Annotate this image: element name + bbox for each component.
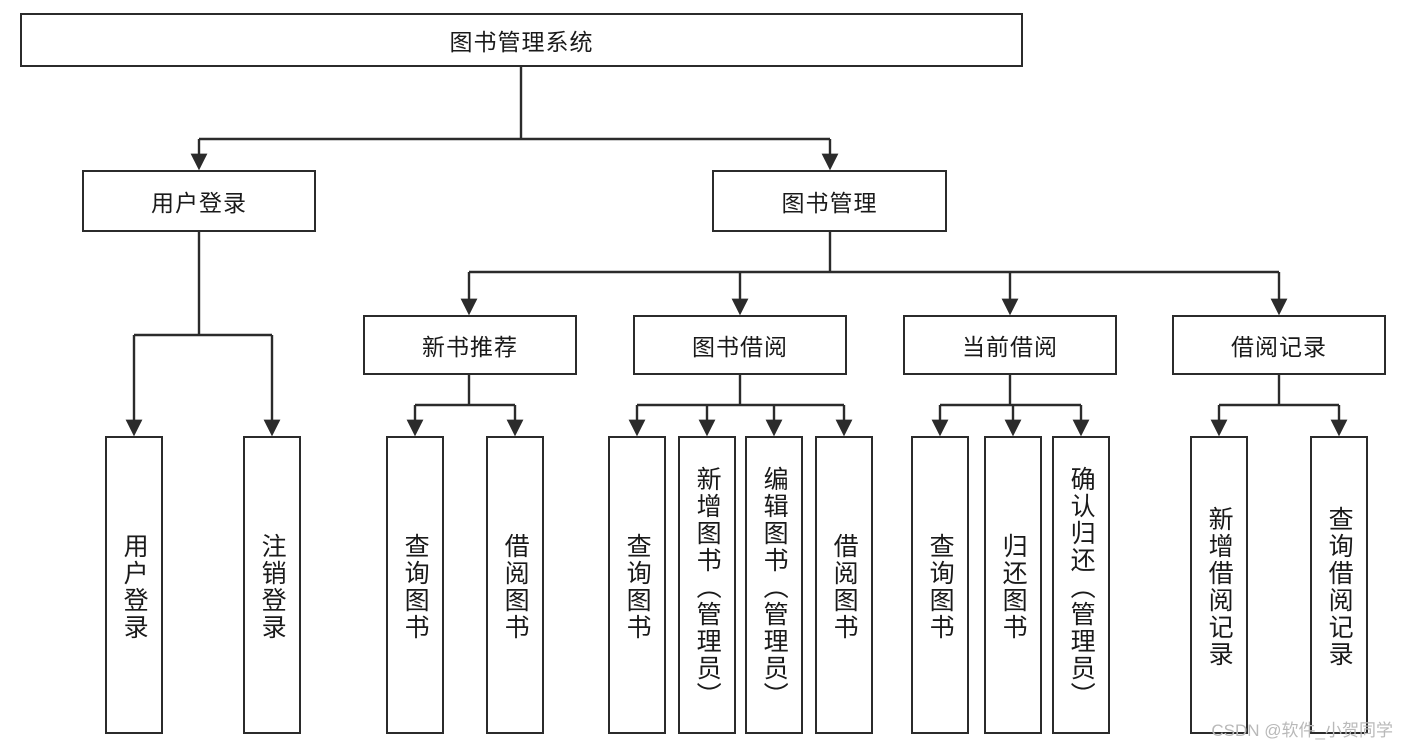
- node-book-manage[interactable]: 图书管理: [712, 170, 947, 232]
- node-borrow-record[interactable]: 借阅记录: [1172, 315, 1386, 375]
- node-leaf-user-login-label: 用户登录: [120, 533, 149, 641]
- node-leaf-query-record-label: 查询借阅记录: [1325, 506, 1354, 668]
- csdn-watermark: CSDN @软件_小贺同学: [1211, 721, 1393, 740]
- node-leaf-return-book[interactable]: 归还图书: [984, 436, 1042, 734]
- node-leaf-add-record-label: 新增借阅记录: [1205, 506, 1234, 668]
- node-leaf-query-book-3-label: 查询图书: [926, 533, 955, 641]
- node-leaf-logout[interactable]: 注销登录: [243, 436, 301, 734]
- node-leaf-user-login[interactable]: 用户登录: [105, 436, 163, 734]
- node-leaf-add-record[interactable]: 新增借阅记录: [1190, 436, 1248, 734]
- node-leaf-query-book-2[interactable]: 查询图书: [608, 436, 666, 734]
- node-new-book-rec-label: 新书推荐: [422, 334, 518, 360]
- node-book-borrow[interactable]: 图书借阅: [633, 315, 847, 375]
- node-root-system-label: 图书管理系统: [449, 29, 594, 55]
- node-leaf-borrow-book-1-label: 借阅图书: [501, 533, 530, 641]
- node-leaf-confirm-return-label: 确认归还（管理员）: [1067, 465, 1096, 709]
- node-current-borrow[interactable]: 当前借阅: [903, 315, 1117, 375]
- node-leaf-add-book-label: 新增图书（管理员）: [693, 465, 722, 709]
- node-user-login-label: 用户登录: [151, 190, 247, 216]
- node-leaf-borrow-book-2-label: 借阅图书: [830, 533, 859, 641]
- node-leaf-query-book-1[interactable]: 查询图书: [386, 436, 444, 734]
- node-book-borrow-label: 图书借阅: [692, 334, 788, 360]
- node-leaf-edit-book-label: 编辑图书（管理员）: [760, 465, 789, 709]
- node-leaf-query-book-2-label: 查询图书: [623, 533, 652, 641]
- node-user-login[interactable]: 用户登录: [82, 170, 316, 232]
- node-leaf-borrow-book-1[interactable]: 借阅图书: [486, 436, 544, 734]
- node-book-manage-label: 图书管理: [781, 190, 878, 216]
- node-new-book-rec[interactable]: 新书推荐: [363, 315, 577, 375]
- node-leaf-confirm-return[interactable]: 确认归还（管理员）: [1052, 436, 1110, 734]
- node-borrow-record-label: 借阅记录: [1231, 334, 1327, 360]
- node-current-borrow-label: 当前借阅: [962, 334, 1058, 360]
- node-leaf-logout-label: 注销登录: [258, 533, 287, 641]
- node-leaf-return-book-label: 归还图书: [999, 533, 1028, 641]
- node-root-system[interactable]: 图书管理系统: [20, 13, 1023, 67]
- node-leaf-query-record[interactable]: 查询借阅记录: [1310, 436, 1368, 734]
- node-leaf-query-book-1-label: 查询图书: [401, 533, 430, 641]
- node-leaf-edit-book[interactable]: 编辑图书（管理员）: [745, 436, 803, 734]
- node-leaf-query-book-3[interactable]: 查询图书: [911, 436, 969, 734]
- node-leaf-borrow-book-2[interactable]: 借阅图书: [815, 436, 873, 734]
- node-leaf-add-book[interactable]: 新增图书（管理员）: [678, 436, 736, 734]
